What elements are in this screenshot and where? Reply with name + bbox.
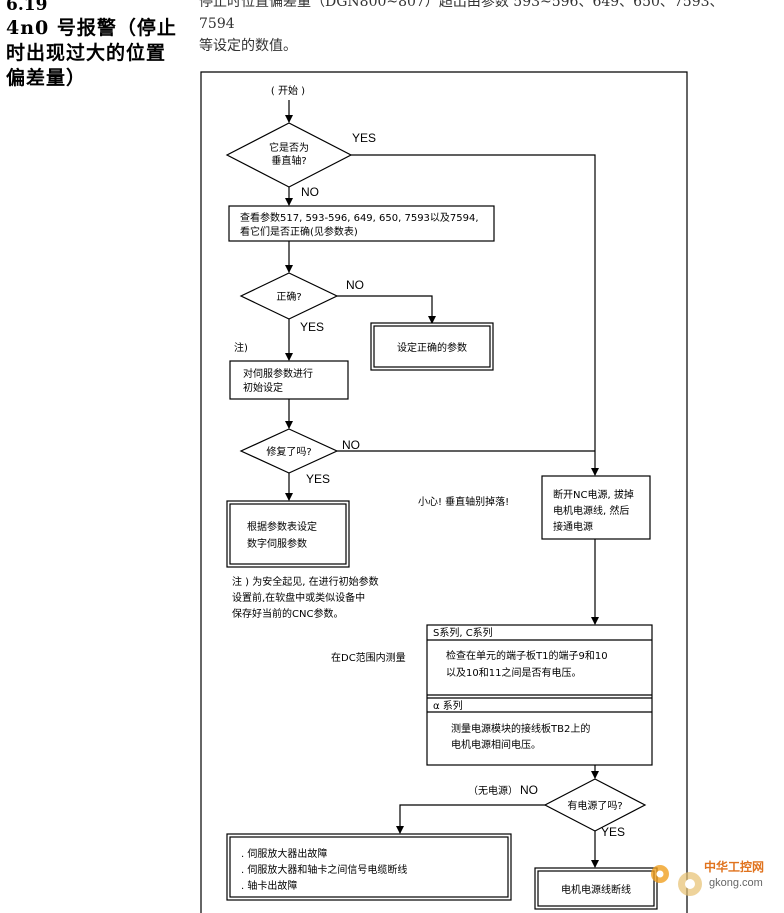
power-off-line-3: 接通电源	[553, 520, 593, 533]
note-text-line-1: 注 ) 为安全起见, 在进行初始参数	[232, 575, 379, 588]
alpha-series-line-2: 电机电源相间电压。	[451, 738, 541, 751]
set-digital-servo-inner-border	[229, 503, 347, 565]
s-series-line-1: 检查在单元的端子板T1的端子9和10	[446, 649, 608, 662]
watermark-name: 中华工控网	[704, 859, 764, 874]
section-number: 6.19	[6, 0, 48, 15]
init-servo-box	[229, 360, 349, 400]
section-heading: 6.19 4n0 号报警（停止 时出现过大的位置 偏差量）	[6, 0, 186, 91]
watermark-logo: 中华工控网 gkong.com	[651, 859, 764, 896]
connector	[396, 804, 545, 834]
set-correct-params-inner-border	[373, 325, 491, 368]
check-params-line-1: 查看参数517, 593-596, 649, 650, 7593以及7594,	[240, 211, 479, 224]
diagram-frame	[200, 71, 688, 913]
fault-item-3: . 轴卡出故障	[241, 879, 297, 892]
set-digital-servo-line-2: 数字伺服参数	[247, 537, 307, 550]
alpha-series-line-1: 测量电源模块的接线板TB2上的	[451, 722, 590, 735]
check-params-box	[228, 205, 495, 242]
decision-correct-label: 正确?	[276, 290, 301, 303]
decision-recovered-label: 修复了吗?	[266, 445, 311, 458]
s-series-line-2: 以及10和11之间是否有电压。	[446, 666, 581, 679]
faults-box	[226, 833, 512, 901]
cable-break-box	[534, 867, 658, 910]
init-servo-line-1: 对伺服参数进行	[243, 367, 313, 380]
section-title-line-1: 4n0 号报警（停止	[6, 17, 177, 39]
decision-vertical-axis	[225, 122, 353, 188]
s-series-title: S系列, C系列	[433, 626, 493, 639]
set-digital-servo-line-1: 根据参数表设定	[247, 520, 317, 533]
caution-text: 小心! 垂直轴别掉落!	[418, 495, 509, 508]
set-correct-params-label: 设定正确的参数	[397, 341, 467, 354]
set-digital-servo-box	[226, 500, 350, 568]
cable-break-label: 电机电源线断线	[561, 883, 631, 896]
yes-label: YES	[300, 320, 324, 334]
watermark-url: gkong.com	[709, 877, 763, 889]
set-correct-params-box	[370, 322, 494, 371]
fault-item-2: . 伺服放大器和轴卡之间信号电缆断线	[241, 863, 407, 876]
no-label: NO	[346, 278, 364, 292]
section-title-line-2: 时出现过大的位置	[6, 42, 167, 64]
intro-line-2: 等设定的数值。	[199, 38, 297, 54]
yes-label: YES	[306, 472, 330, 486]
decision-power-label: 有电源了吗?	[567, 799, 622, 812]
fault-item-1: . 伺服放大器出故障	[241, 847, 327, 860]
faults-inner-border	[229, 836, 509, 898]
section-title-line-3: 偏差量）	[6, 67, 87, 89]
power-off-box	[541, 475, 651, 540]
yes-label: YES	[601, 825, 625, 839]
watermark-gear-hole-2	[685, 879, 695, 889]
no-power-label: （无电源）	[468, 784, 518, 797]
note-text-line-3: 保存好当前的CNC参数。	[232, 607, 343, 620]
watermark-gear-hole	[656, 870, 664, 878]
connector	[337, 295, 436, 324]
no-label: NO	[301, 185, 319, 199]
decision-vertical-axis-line-2: 垂直轴?	[271, 154, 306, 167]
note-marker: 注)	[234, 341, 248, 354]
intro-text: 停止时位置偏差量（DGN800~807）超出由参数 593~596、649、65…	[199, 0, 759, 57]
power-off-line-1: 断开NC电源, 拔掉	[553, 488, 634, 501]
no-label: NO	[342, 438, 360, 452]
cable-break-inner-border	[537, 870, 655, 907]
no-label: NO	[520, 783, 538, 797]
check-params-line-2: 看它们是否正确(见参数表)	[240, 225, 358, 238]
power-off-line-2: 电机电源线, 然后	[553, 504, 629, 517]
decision-vertical-axis-line-1: 它是否为	[269, 141, 309, 154]
dc-range-note: 在DC范围内测量	[331, 651, 406, 664]
start-terminal: ( 开始 )	[271, 84, 305, 97]
yes-label: YES	[352, 131, 376, 145]
note-text-line-2: 设置前,在软盘中或类似设备中	[232, 591, 365, 604]
alpha-series-title: α 系列	[433, 699, 463, 712]
connector	[351, 154, 599, 476]
init-servo-line-2: 初始设定	[243, 381, 283, 394]
intro-line-1: 停止时位置偏差量（DGN800~807）超出由参数 593~596、649、65…	[199, 0, 724, 32]
